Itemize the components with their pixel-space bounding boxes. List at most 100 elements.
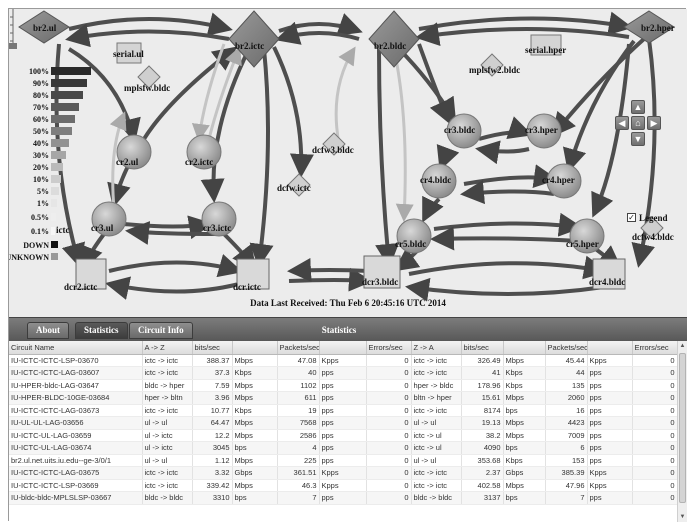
pan-right-icon[interactable]: ▶ [647,116,661,130]
col-a-packets[interactable]: Packets/sec [277,341,320,355]
table-cell: 0 [632,491,677,505]
home-icon[interactable]: ⌂ [631,116,645,130]
tab-about[interactable]: About [27,322,70,339]
pan-down-icon[interactable]: ▼ [631,132,645,146]
col-a-to-z[interactable]: A -> Z [142,341,193,355]
table-cell: pps [319,404,367,417]
legend-label-0-1: 0.1% [31,227,49,236]
col-z-bits[interactable]: bits/sec [461,341,504,355]
table-cell: pps [587,404,633,417]
node-dcr-ictc[interactable] [236,258,270,290]
label-br2-hper: br2.hper [641,23,675,33]
tab-circuit-info[interactable]: Circuit Info [129,322,193,339]
pan-left-icon[interactable]: ◀ [615,116,629,130]
node-br2-ul[interactable] [18,10,70,44]
col-a-errors[interactable]: Errors/sec [366,341,412,355]
network-weathermap[interactable]: 100% 90% 80% 70% 60% 50% 40% 30% 20% 10%… [9,9,687,317]
node-br2-bldc[interactable] [368,10,420,68]
node-serial-hper[interactable] [530,34,562,56]
table-cell: 0 [632,404,677,417]
table-cell: Kpps [319,354,367,367]
col-circuit-name[interactable]: Circuit Name [9,341,143,355]
node-dcr4-bldc[interactable] [592,258,626,290]
label-serial-hper: serial.hper [525,45,566,55]
table-cell: 0 [366,491,412,505]
label-dcr2-ictc: dcr2.ictc [64,282,97,292]
label-cr3-hper: cr3.hper [525,125,558,135]
table-cell: Kpps [587,466,633,480]
node-dcr3-bldc[interactable] [363,255,401,289]
scroll-down-icon[interactable]: ▼ [679,514,686,520]
node-cr5-hper[interactable] [569,218,605,254]
col-a-bits[interactable]: bits/sec [192,341,233,355]
col-a-packets-unit[interactable] [319,341,367,355]
node-br2-hper[interactable] [623,10,675,44]
label-cr2-ul: cr2.ul [116,157,139,167]
legend-label-0-5: 0.5% [31,213,49,222]
node-dcr2-ictc[interactable] [75,258,107,290]
node-cr5-bldc[interactable] [396,218,432,254]
node-mplsfw-bldc[interactable] [137,65,161,89]
node-cr3-ictc[interactable] [201,201,237,237]
col-z-bits-unit[interactable] [503,341,546,355]
label-br2-ul: br2.ul [33,23,57,33]
col-z-to-a[interactable]: Z -> A [411,341,462,355]
table-cell: bldc -> hper [142,379,193,392]
data-last-received: Data Last Received: Thu Feb 6 20:45:16 U… [250,298,446,308]
zoom-slider-thumb[interactable] [9,43,17,49]
table-cell: 7.59 [192,379,233,392]
node-cr2-ul[interactable] [116,134,152,170]
col-z-packets-unit[interactable] [587,341,633,355]
col-a-bits-unit[interactable] [232,341,278,355]
table-cell: 10.77 [192,404,233,417]
table-cell: 0 [632,466,677,480]
label-dcfw3-bldc: dcfw3.bldc [312,145,354,155]
node-cr3-bldc[interactable] [446,113,482,149]
node-serial-ul[interactable] [116,42,142,64]
table-scrollbar[interactable]: ▲ ▼ [677,341,687,522]
tab-statistics[interactable]: Statistics [75,322,128,339]
zoom-slider[interactable] [9,9,17,51]
scrollbar-thumb[interactable] [679,353,686,503]
node-cr2-ictc[interactable] [186,134,222,170]
node-dcfw3-bldc[interactable] [322,132,346,156]
col-z-packets[interactable]: Packets/sec [545,341,588,355]
table-cell: 0 [632,479,677,492]
network-map-canvas: 100% 90% 80% 70% 60% 50% 40% 30% 20% 10%… [9,10,675,302]
node-dcfw4-bldc[interactable] [640,216,664,240]
table-cell: bps [503,441,546,455]
table-cell: 38.2 [461,429,504,442]
label-ictc-partial: ictc [56,225,70,235]
node-cr3-ul[interactable] [91,201,127,237]
legend-checkbox[interactable]: ✓ [627,213,636,222]
table-header-row: Circuit Name A -> Z bits/sec Packets/sec… [9,341,677,355]
pan-up-icon[interactable]: ▲ [631,100,645,114]
node-mplsfw2-bldc[interactable] [480,53,504,77]
scroll-up-icon[interactable]: ▲ [679,343,686,349]
node-cr4-hper[interactable] [546,163,582,199]
table-cell: pps [319,379,367,392]
node-cr3-hper[interactable] [526,113,562,149]
table-cell: 326.49 [461,354,504,367]
node-dcfw-ictc[interactable] [287,173,311,197]
node-cr4-bldc[interactable] [421,163,457,199]
table-cell: ictc -> ictc [142,479,193,492]
table-cell: Kbps [232,366,278,380]
col-z-errors[interactable]: Errors/sec [632,341,677,355]
table-cell: 7009 [545,429,588,442]
node-br2-ictc[interactable] [228,10,280,68]
table-cell: IU-ICTC-ICTC-LAG-03675 [9,466,143,480]
legend-label-100: 100% [29,67,49,76]
